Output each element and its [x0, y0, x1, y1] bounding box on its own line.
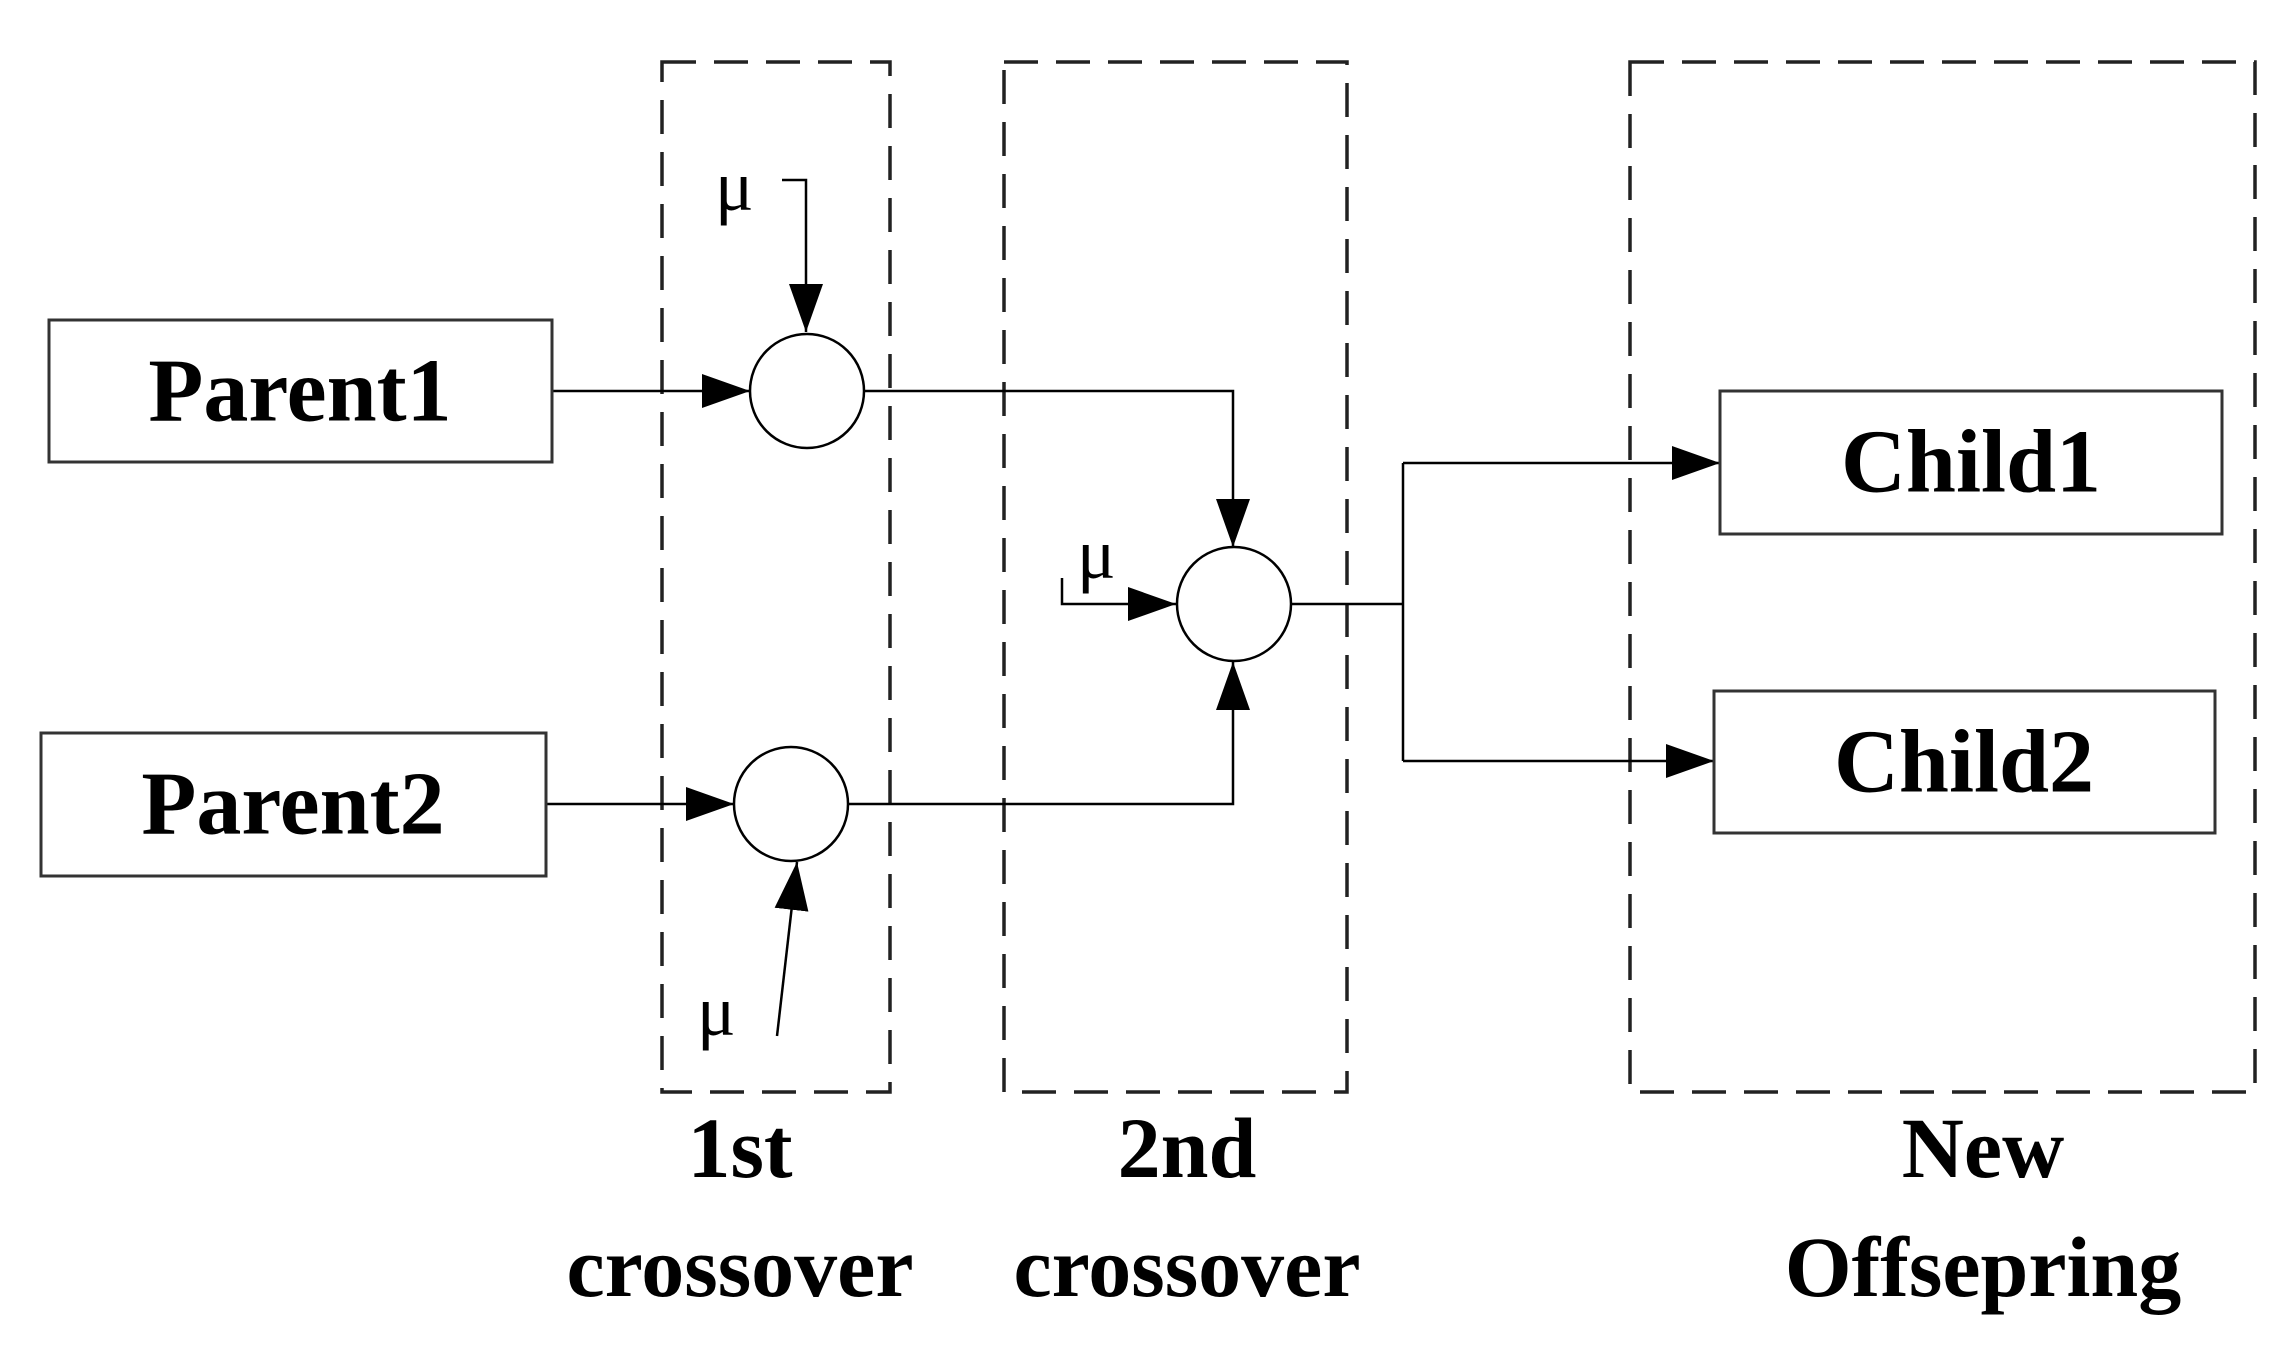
- group-label-offspring-line2: Offsepring: [1785, 1219, 2182, 1315]
- arrow-mu-to-op2: [774, 861, 809, 1037]
- group-label-second-line2: crossover: [1013, 1219, 1360, 1315]
- node-child1-label: Child1: [1841, 413, 2101, 512]
- node-parent1: Parent1: [47, 318, 554, 464]
- group-label-offspring-line1: New: [1902, 1100, 2064, 1196]
- group-frame-second-crossover: [1002, 60, 1349, 1094]
- crossover-op-1: [748, 332, 866, 450]
- crossover-op-3: [1175, 545, 1293, 663]
- arrow-op2-to-op3: [848, 662, 1250, 806]
- mu-label-top: μ: [715, 146, 754, 226]
- arrow-mu-to-op1: [782, 178, 823, 332]
- node-child1: Child1: [1718, 389, 2224, 536]
- mu-label-bottom: μ: [697, 971, 736, 1051]
- node-child2: Child2: [1712, 689, 2217, 835]
- group-frame-first-crossover: [660, 60, 892, 1094]
- crossover-op-2: [732, 745, 850, 863]
- node-parent2-label: Parent2: [141, 755, 444, 854]
- arrow-mu-to-op3: [1060, 578, 1176, 621]
- group-label-first-line1: 1st: [687, 1100, 792, 1196]
- node-child2-label: Child2: [1834, 713, 2094, 812]
- group-frame-new-offspring: [1628, 60, 2257, 1094]
- node-parent2: Parent2: [39, 731, 548, 878]
- node-parent1-label: Parent1: [148, 342, 451, 441]
- connectors: [546, 178, 1720, 1037]
- group-label-second-line1: 2nd: [1118, 1100, 1257, 1196]
- group-label-first-line2: crossover: [566, 1219, 913, 1315]
- arrow-op1-to-op3: [864, 389, 1250, 547]
- mu-label-middle: μ: [1077, 514, 1116, 594]
